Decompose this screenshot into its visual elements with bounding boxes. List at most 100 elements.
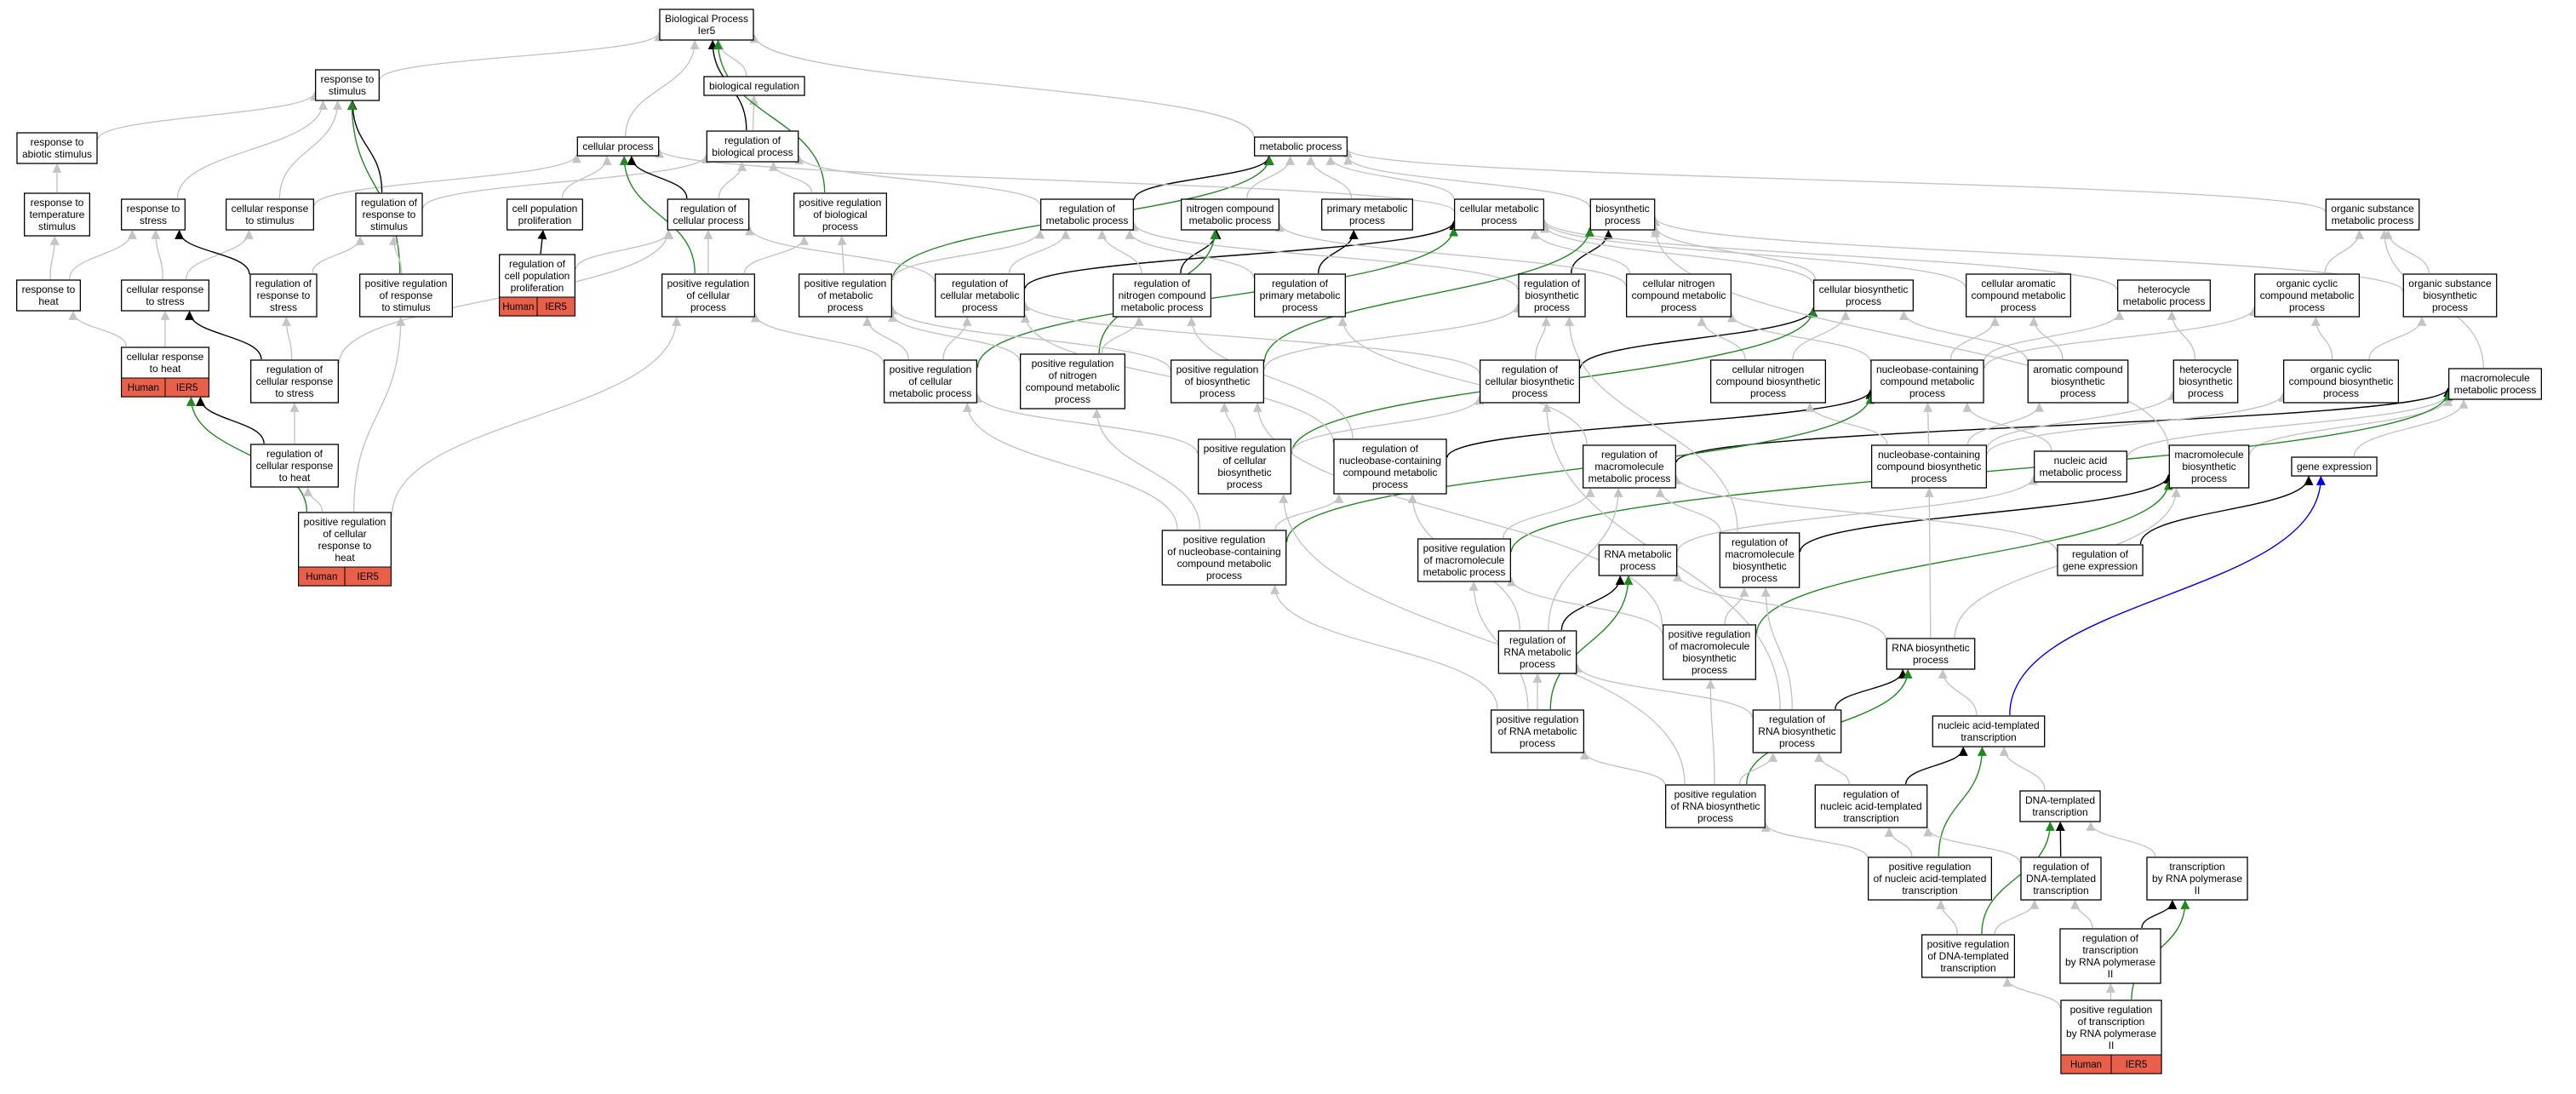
term-node-cellproc[interactable]: cellular process <box>576 136 660 157</box>
badge-species: Human <box>2070 1060 2102 1070</box>
term-label-line: response to <box>31 197 84 209</box>
term-label-line: regulation of <box>1843 788 1900 800</box>
edge-is-a <box>391 316 682 517</box>
term-label-line: heat <box>38 295 59 307</box>
term-box <box>1490 709 1585 753</box>
term-node-regnucmet[interactable]: regulation ofnucleobase-containingcompou… <box>1333 438 1447 495</box>
term-label-line: nitrogen compound <box>1119 289 1206 301</box>
term-label-line: regulation of <box>2082 932 2139 944</box>
edge-is-a <box>185 229 254 280</box>
edge-regulates <box>1579 307 1818 369</box>
term-box <box>225 198 315 231</box>
edge-is-a <box>303 486 323 513</box>
term-label-line: cellular response <box>256 460 334 472</box>
term-label-line: positive regulation <box>1032 358 1114 369</box>
term-box <box>934 273 1026 318</box>
term-node-regmacrobio[interactable]: regulation ofmacromoleculebiosyntheticpr… <box>1719 532 1800 588</box>
edge-is-a <box>1503 487 1595 539</box>
term-label-line: process <box>1534 301 1570 313</box>
edge-is-a <box>745 226 936 283</box>
term-box <box>2282 359 2400 404</box>
term-node-metproc[interactable]: metabolic process <box>1253 136 1348 157</box>
term-box <box>249 444 340 488</box>
term-node-geneexp[interactable]: gene expression <box>2291 456 2378 477</box>
edge-is-a <box>2029 316 2064 360</box>
term-node-breg[interactable]: biological regulation <box>703 76 805 96</box>
term-label-line: process <box>1520 737 1555 749</box>
